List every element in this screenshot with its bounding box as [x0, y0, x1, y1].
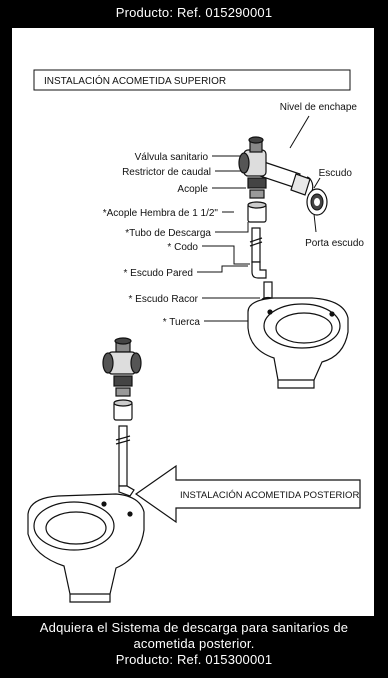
- bottom-section-arrow: INSTALACIÓN ACOMETIDA POSTERIOR: [134, 464, 361, 524]
- installation-diagram-panel: INSTALACIÓN ACOMETIDA SUPERIOR Nivel de …: [10, 26, 376, 618]
- label-nivel-enchape: Nivel de enchape: [280, 102, 358, 113]
- label-acople-hembra: *Acople Hembra de 1 1/2": [103, 208, 219, 219]
- footer-line-2: acometida posterior.: [133, 636, 255, 651]
- label-codo: * Codo: [167, 242, 198, 253]
- label-escudo: Escudo: [319, 168, 353, 179]
- product-reference-bottom: Producto: Ref. 015300001: [115, 652, 273, 667]
- label-tuerca: * Tuerca: [163, 317, 201, 328]
- top-section-title: INSTALACIÓN ACOMETIDA SUPERIOR: [44, 74, 226, 87]
- label-restrictor-caudal: Restrictor de caudal: [122, 167, 211, 178]
- bottom-valve-assembly: [102, 337, 142, 497]
- top-section-title-box: [33, 69, 351, 91]
- escudo-ring: [306, 188, 328, 216]
- top-valve-assembly: [238, 136, 314, 304]
- product-reference-top: Producto: Ref. 015290001: [115, 5, 273, 20]
- label-escudo-pared: * Escudo Pared: [124, 268, 194, 279]
- label-porta-escudo: Porta escudo: [305, 238, 364, 249]
- bottom-section-title: INSTALACIÓN ACOMETIDA POSTERIOR: [180, 490, 359, 501]
- top-toilet: [247, 297, 349, 389]
- footer-band: Adquiera el Sistema de descarga para san…: [0, 620, 388, 678]
- label-valvula-sanitario: Válvula sanitario: [135, 152, 209, 163]
- header-band: Producto: Ref. 015290001: [0, 0, 388, 26]
- label-acople: Acople: [177, 184, 208, 195]
- installation-diagram: INSTALACIÓN ACOMETIDA SUPERIOR Nivel de …: [27, 69, 364, 603]
- footer-line-1: Adquiera el Sistema de descarga para san…: [39, 620, 349, 635]
- label-tubo-descarga: *Tubo de Descarga: [125, 228, 211, 239]
- label-escudo-racor: * Escudo Racor: [129, 294, 199, 305]
- bottom-toilet: [27, 493, 145, 603]
